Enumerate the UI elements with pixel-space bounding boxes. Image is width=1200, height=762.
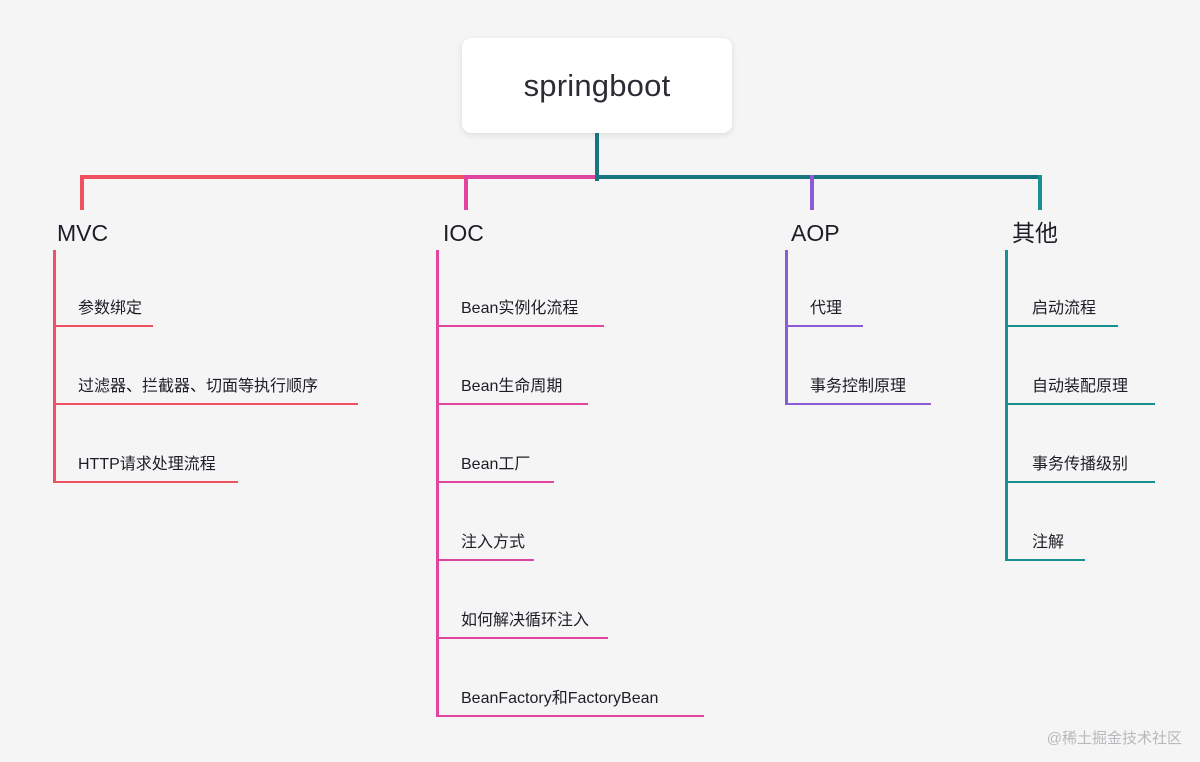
leaf-underline-mvc-0: [52, 325, 153, 327]
leaf-spine-ioc: [435, 250, 439, 717]
branch-stub-mvc: [80, 175, 84, 210]
root-stem: [595, 133, 599, 181]
leaf-label-other-2[interactable]: 事务传播级别: [1032, 456, 1129, 473]
branch-label-other[interactable]: 其他: [1012, 220, 1058, 246]
leaf-underline-other-0: [1004, 325, 1118, 327]
leaf-label-mvc-0[interactable]: 参数绑定: [78, 300, 143, 317]
root-node-label: springboot: [523, 67, 671, 103]
branch-stub-aop: [810, 175, 814, 210]
leaf-spine-aop: [784, 250, 788, 405]
root-node-springboot[interactable]: springboot: [462, 38, 732, 133]
leaf-underline-ioc-2: [435, 481, 554, 483]
leaf-label-mvc-1[interactable]: 过滤器、拦截器、切面等执行顺序: [78, 378, 319, 395]
leaf-label-ioc-4[interactable]: 如何解决循环注入: [461, 612, 590, 629]
leaf-label-other-3[interactable]: 注解: [1032, 534, 1065, 551]
leaf-label-ioc-3[interactable]: 注入方式: [461, 534, 526, 551]
leaf-label-ioc-2[interactable]: Bean工厂: [461, 456, 531, 473]
watermark: @稀土掘金技术社区: [1046, 730, 1182, 747]
leaf-underline-aop-1: [784, 403, 931, 405]
branch-stub-ioc: [464, 175, 468, 210]
branch-stub-other: [1038, 175, 1042, 210]
trunk-center-to-other: [595, 175, 1042, 179]
branch-label-aop[interactable]: AOP: [791, 220, 840, 246]
leaf-label-ioc-5[interactable]: BeanFactory和FactoryBean: [461, 690, 659, 707]
leaf-underline-ioc-0: [435, 325, 604, 327]
leaf-underline-ioc-5: [435, 715, 704, 717]
leaf-underline-other-1: [1004, 403, 1155, 405]
leaf-underline-mvc-1: [52, 403, 358, 405]
leaf-label-ioc-1[interactable]: Bean生命周期: [461, 378, 563, 395]
trunk-mvc-to-ioc: [80, 175, 468, 179]
leaf-underline-ioc-4: [435, 637, 608, 639]
leaf-label-other-1[interactable]: 自动装配原理: [1032, 378, 1129, 395]
branch-label-ioc[interactable]: IOC: [443, 220, 484, 246]
leaf-underline-ioc-1: [435, 403, 588, 405]
leaf-label-aop-1[interactable]: 事务控制原理: [810, 378, 907, 395]
leaf-label-ioc-0[interactable]: Bean实例化流程: [461, 300, 579, 317]
leaf-label-mvc-2[interactable]: HTTP请求处理流程: [78, 456, 216, 473]
leaf-label-other-0[interactable]: 启动流程: [1032, 300, 1097, 317]
leaf-spine-mvc: [52, 250, 56, 483]
leaf-underline-mvc-2: [52, 481, 238, 483]
leaf-spine-other: [1004, 250, 1008, 561]
leaf-underline-other-3: [1004, 559, 1085, 561]
trunk-ioc-to-center: [464, 175, 599, 179]
leaf-underline-other-2: [1004, 481, 1155, 483]
leaf-underline-aop-0: [784, 325, 863, 327]
leaf-label-aop-0[interactable]: 代理: [810, 300, 843, 317]
branch-label-mvc[interactable]: MVC: [57, 220, 109, 246]
leaf-underline-ioc-3: [435, 559, 534, 561]
